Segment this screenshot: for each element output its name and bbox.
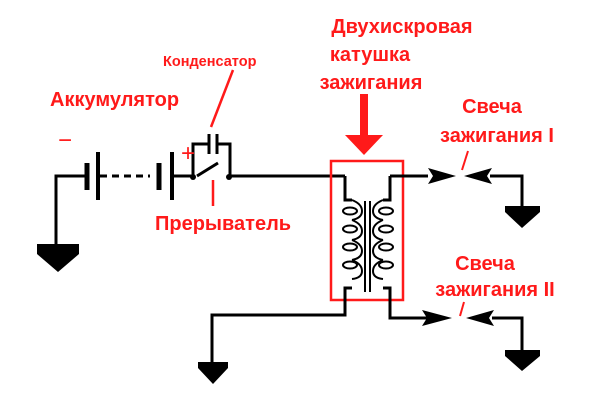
primary-loop (342, 260, 358, 270)
ignition-coil-symbol (210, 174, 428, 362)
spark-plug-1 (428, 168, 540, 228)
coil-arrow-icon (345, 94, 383, 155)
breaker-label: Прерыватель (155, 213, 291, 235)
minus-sign-label: − (58, 127, 72, 154)
capacitor-pointer-line (209, 69, 235, 128)
battery-ground-wire (54, 174, 85, 250)
plus-sign-label: + (181, 140, 195, 167)
breaker-contact-left (190, 174, 196, 180)
spark-gap-electrode-right (464, 168, 492, 184)
secondary-loop (378, 242, 394, 252)
primary-top-lead (343, 176, 352, 202)
plug1-ground-wire (490, 174, 524, 212)
primary-loop (342, 242, 358, 252)
secondary-bottom-wire (383, 286, 428, 320)
primary-loop (342, 224, 358, 234)
plug2-ground-wire (492, 316, 524, 352)
secondary-top-lead (383, 176, 392, 202)
breaker-switch-arm (196, 161, 219, 178)
battery-label: Аккумулятор (50, 89, 179, 111)
capacitor-left-lead (191, 142, 208, 176)
spark-gap-electrode-left (428, 168, 456, 184)
spark-gap-electrode-left (422, 310, 452, 326)
spark-gap-electrode-right (466, 310, 494, 326)
primary-ground-wire (210, 286, 352, 362)
plug2-label-line-2: зажигания II (435, 279, 554, 301)
ground-icon-battery (37, 244, 79, 272)
coil-label-line-2: катушка (330, 44, 411, 66)
battery-symbol (54, 152, 193, 250)
secondary-loop (378, 224, 394, 234)
coil-label-line-3: зажигания (320, 72, 423, 94)
secondary-winding (371, 199, 384, 280)
capacitor-label: Конденсатор (163, 54, 257, 70)
plug2-label-line-1: Свеча (455, 253, 516, 275)
capacitor-right-lead (218, 142, 232, 176)
ground-icon-primary (198, 362, 228, 384)
coil-label-line-1: Двухискровая (331, 16, 472, 38)
coil-arrow-head (345, 135, 383, 155)
plug1-label-line-1: Свеча (462, 96, 523, 118)
plug2-pointer-line (459, 301, 465, 317)
ground-icon-plug1 (505, 206, 540, 228)
coil-highlight-box (329, 159, 405, 302)
plug1-label-line-2: зажигания I (440, 125, 554, 147)
primary-winding (351, 199, 364, 280)
spark-plug-2 (422, 310, 540, 371)
ground-icon-plug2 (505, 350, 540, 371)
secondary-loop (378, 206, 394, 216)
primary-loop (342, 206, 358, 216)
secondary-loop (378, 260, 394, 270)
plug1-pointer-line (461, 150, 469, 171)
breaker-capacitor-assembly (190, 134, 345, 180)
